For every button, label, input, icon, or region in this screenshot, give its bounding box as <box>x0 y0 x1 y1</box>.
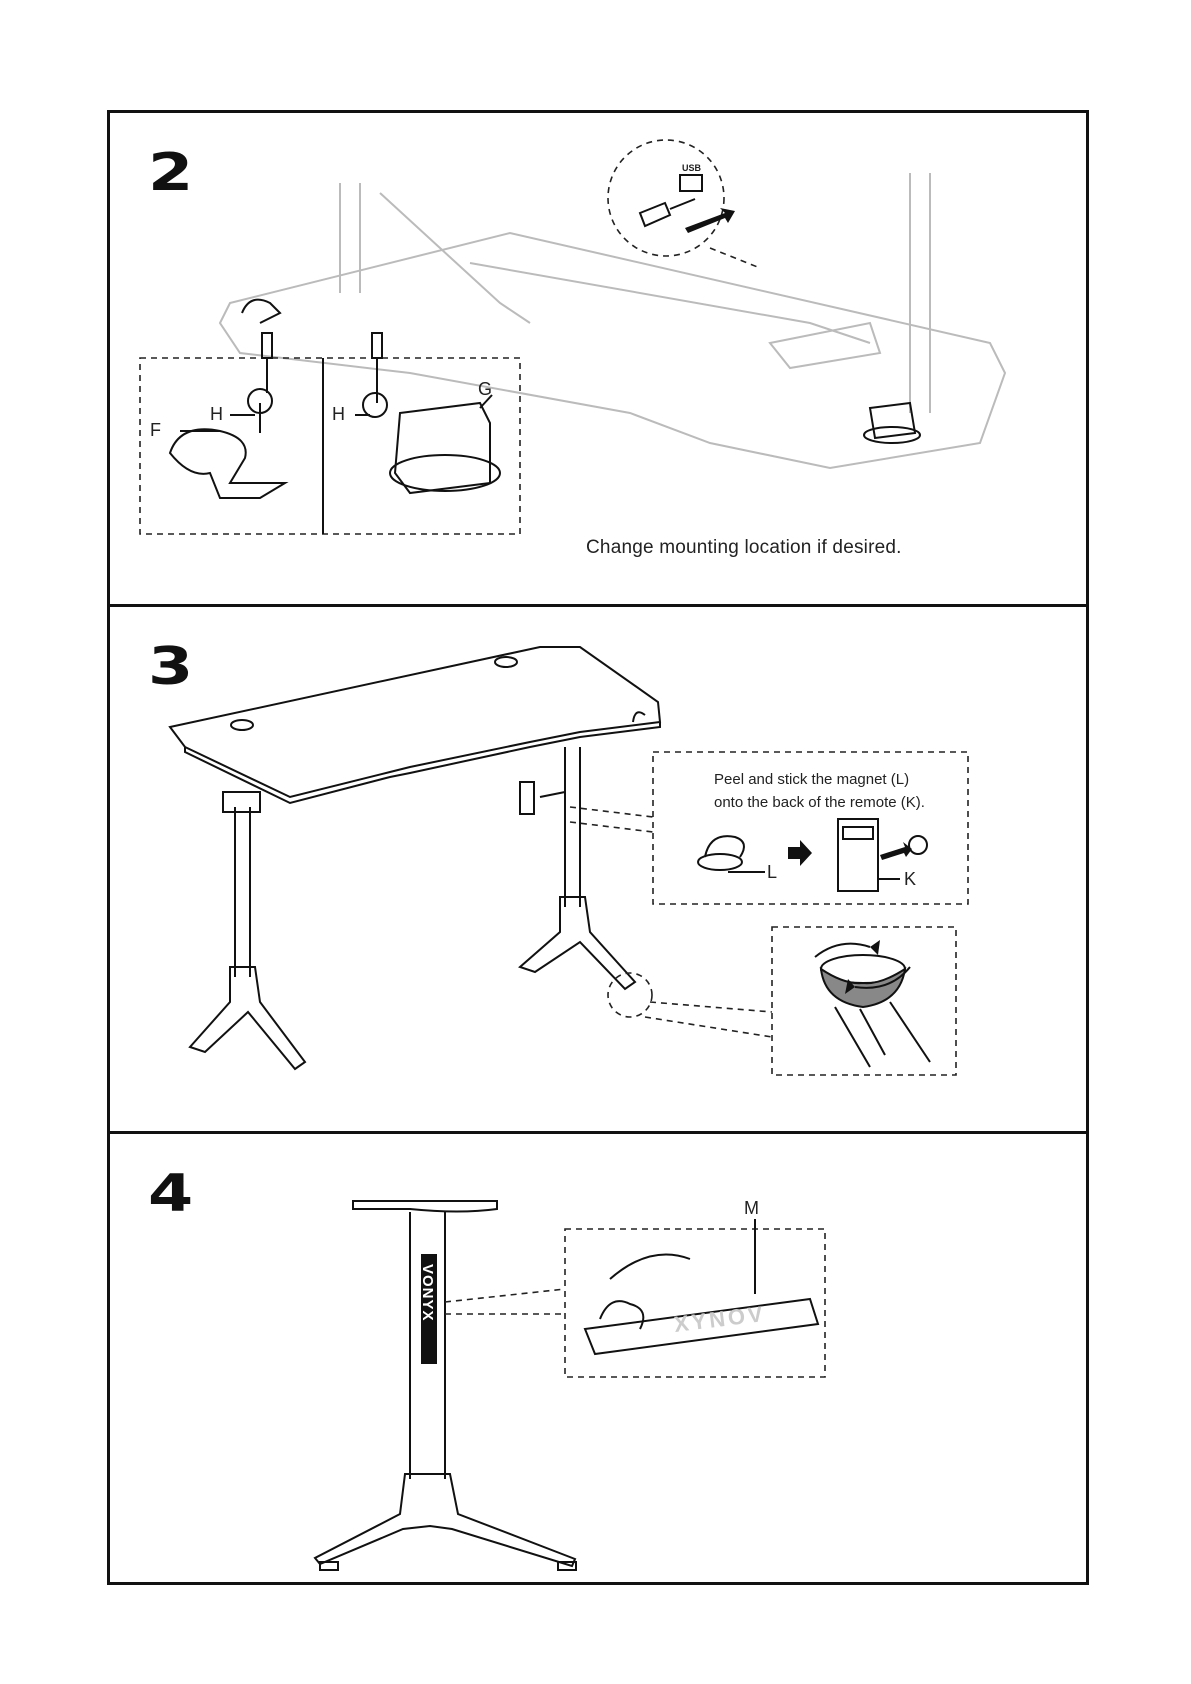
part-label-k: K <box>904 869 916 889</box>
assembly-instructions-sheet: USB F <box>107 110 1089 1585</box>
step-2-caption: Change mounting location if desired. <box>586 537 902 559</box>
step-3-caption-line-2: onto the back of the remote (K). <box>714 791 1044 814</box>
step-3-caption: Peel and stick the magnet (L) onto the b… <box>714 768 1044 814</box>
step-number-4: 4 <box>148 1168 192 1220</box>
step-4-panel: VONYX XYNOV M 4 <box>110 1131 1086 1582</box>
part-label-g: G <box>478 379 492 399</box>
step-3-panel: L K 3 Peel and stick the magnet (L) onto… <box>110 604 1086 1131</box>
part-label-f: F <box>150 420 161 440</box>
holder-detail-box <box>140 358 520 534</box>
part-label-l: L <box>767 862 777 882</box>
part-label-m: M <box>744 1198 759 1218</box>
step-number-3: 3 <box>148 641 192 693</box>
leg-brand-text: VONYX <box>419 1264 436 1322</box>
step-number-2: 2 <box>148 147 192 199</box>
foot-detail-callout <box>608 973 652 1017</box>
step-4-illustration: VONYX XYNOV M <box>110 1134 1086 1585</box>
step-3-caption-line-1: Peel and stick the magnet (L) <box>714 768 1044 791</box>
step-2-illustration: USB F <box>110 113 1086 604</box>
step-2-panel: USB F <box>110 113 1086 604</box>
usb-label: USB <box>682 163 702 173</box>
svg-text:XYNOV: XYNOV <box>673 1301 767 1337</box>
part-label-h-left: H <box>210 404 223 424</box>
step-3-illustration: L K <box>110 607 1086 1134</box>
usb-detail-callout <box>608 140 724 256</box>
part-label-h-right: H <box>332 404 345 424</box>
